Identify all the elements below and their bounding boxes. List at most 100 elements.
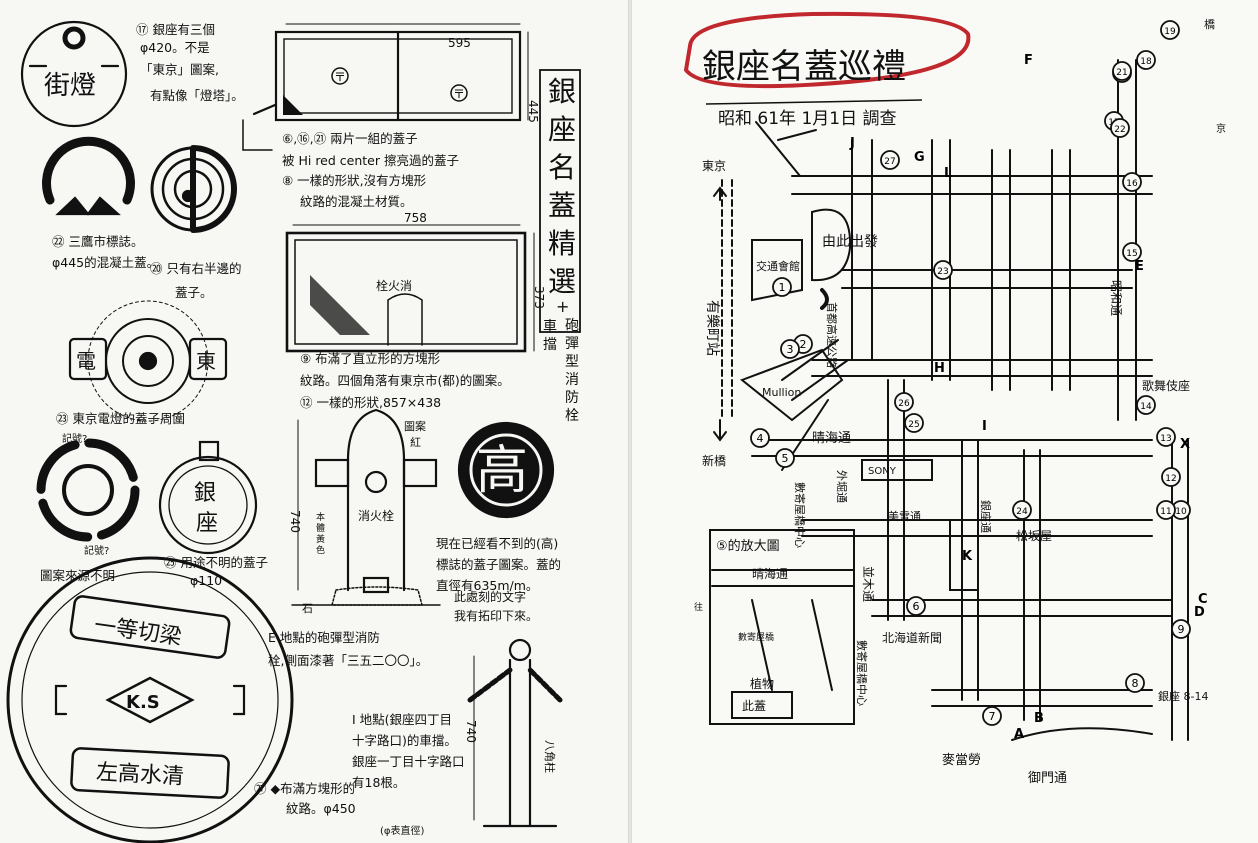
hydrant-engraving-2: 我有拓印下來。: [454, 609, 538, 623]
marker-21: 21: [1112, 61, 1132, 81]
corner-pattern: [283, 95, 303, 115]
hydrant: [346, 408, 406, 592]
hydrant-caption-2: 栓,側面漆著「三五二〇〇」。: [268, 653, 428, 668]
hydrant-side-1: 本: [316, 511, 325, 523]
n25-text-top: 銀: [194, 481, 216, 506]
sub-char-1: 車: [543, 318, 557, 335]
hydrant-red-label: 紅: [410, 436, 421, 449]
svg-text:25: 25: [908, 420, 919, 430]
hydrant-engraving-1: 此處刻的文字: [454, 589, 526, 604]
letter-A: A: [1014, 727, 1024, 742]
hydrant-dim: 740: [288, 510, 302, 533]
streetlamp-cover: [20, 20, 128, 128]
n27-caption-1: ㉗ ◆布滿方塊形的: [254, 781, 355, 796]
letter-K: K: [962, 549, 973, 564]
taka-cover: [457, 421, 555, 519]
direction-tokyo: 東京: [702, 159, 726, 173]
cover-9-12-caption-3: ⑫ 一樣的形狀,857×438: [300, 395, 441, 410]
cover-markers: 1234567891011121314151617181920212223242…: [750, 20, 1191, 726]
bollard-caption-2: 十字路口)的車擋。: [352, 733, 457, 748]
letter-H: H: [934, 361, 945, 376]
street-sukiyabashi: 數寄屋橋中心: [793, 482, 807, 548]
bollard-caption-3: 銀座一丁目十字路口: [352, 754, 465, 769]
marker-22: 22: [1110, 118, 1130, 138]
n20-caption-2: 蓋子。: [175, 285, 213, 300]
street-ginza-dori: 銀座通: [979, 500, 993, 533]
marker-11: 11: [1156, 500, 1176, 520]
title-char-4: 蓋: [548, 189, 576, 222]
hydrant-cover-label: 栓火消: [376, 278, 412, 293]
letter-J: J: [849, 136, 855, 151]
svg-text:14: 14: [1140, 402, 1152, 412]
marker-6: 6: [906, 596, 926, 616]
hydrant-side-4: 色: [316, 544, 325, 556]
n23-caption: ㉓ 東京電燈的蓋子周圍: [56, 411, 185, 426]
svg-text:19: 19: [1164, 27, 1176, 37]
mitaka-cover: [42, 136, 135, 205]
svg-text:5: 5: [782, 452, 789, 465]
n20-caption-1: ⑳ 只有右半邊的: [150, 261, 241, 276]
start-box: [811, 208, 852, 282]
cover-mark-1: 〒: [334, 70, 346, 84]
cover-note-line-1: 被 Hi red center 擦亮過的蓋子: [282, 153, 459, 168]
streetlamp-text: 街燈: [44, 71, 96, 101]
station-label: 有樂町站: [704, 300, 721, 356]
inset-title: ⑤的放大圖: [716, 538, 780, 554]
dim-373: 373: [532, 286, 546, 309]
rail-line: [721, 179, 733, 421]
cover-6-16-21-caption: ⑥,⑯,㉑ 兩片一組的蓋子: [282, 131, 418, 146]
inset-map: [709, 529, 855, 725]
symbol-cover: [36, 438, 140, 542]
sub2-char-5: 防: [565, 390, 579, 406]
letter-B: B: [1034, 711, 1044, 726]
right-page: 銀座名蓋巡禮 昭和 61年 1月1日 調查 由此出發 有樂町站 東京 新橋 交通…: [632, 0, 1258, 843]
n27-center-text: K.S: [126, 692, 160, 713]
cover-mark-2: 〒: [453, 87, 465, 101]
n22-caption-2: φ445的混凝土蓋。: [52, 255, 159, 270]
letter-X: X: [1180, 437, 1190, 452]
route-map: 銀座名蓋巡禮 昭和 61年 1月1日 調查 由此出發 有樂町站 東京 新橋 交通…: [683, 11, 1226, 786]
marker-18: 18: [1136, 50, 1156, 70]
n27-top-text: 一等切梁: [93, 613, 184, 650]
marker-1: 1: [772, 277, 792, 297]
dim-445: 445: [526, 100, 540, 123]
building-kabukiza: 歌舞伎座: [1142, 378, 1190, 393]
water-cover: [6, 556, 294, 843]
hydrant-cover: [285, 231, 527, 353]
n27-caption-2: 紋路。φ450: [286, 801, 356, 816]
cover-9-12-caption-2: 紋路。四個角落有東京市(都)的圖案。: [300, 373, 510, 388]
svg-text:3: 3: [787, 343, 794, 356]
building-kotsu: 交通會館: [756, 259, 800, 273]
marker-8: 8: [1125, 673, 1145, 693]
svg-text:24: 24: [1016, 507, 1028, 517]
marker-15: 15: [1122, 242, 1142, 262]
building-mullion: Mullion: [762, 386, 801, 399]
svg-text:1: 1: [779, 281, 786, 294]
hydrant-caption-1: E 地點的砲彈型消防: [268, 630, 380, 645]
n27-bottom-text: 左高水清: [95, 760, 184, 790]
svg-text:6: 6: [913, 600, 920, 613]
left-page-drawing: 街燈 ⑰ 銀座有三個 φ420。不是 「東京」圖案, 有點像「燈塔」。 595 …: [6, 20, 581, 843]
kyobashi-school: 京: [1216, 122, 1226, 135]
marker-3: 3: [780, 339, 800, 359]
marker-12: 12: [1161, 467, 1181, 487]
inset-street: 晴海通: [752, 566, 788, 581]
n26-caption: 圖案來源不明: [40, 568, 115, 583]
empty-lot-note: 橋: [1204, 17, 1215, 31]
n23-char-right: 東: [196, 349, 216, 373]
letter-C: C: [1198, 592, 1208, 607]
svg-text:22: 22: [1114, 125, 1125, 135]
marker-25: 25: [904, 413, 924, 433]
title-char-6: 選: [548, 265, 576, 298]
svg-text:2: 2: [800, 338, 807, 351]
svg-text:18: 18: [1140, 57, 1152, 67]
hydrant-side-3: 黃: [316, 533, 325, 545]
inset-plant: 植物: [750, 676, 774, 691]
sub2-char-2: 彈: [565, 336, 579, 352]
title-char-1: 銀: [548, 75, 576, 108]
sub2-char-3: 型: [565, 354, 579, 370]
hydrant-body-label: 消火栓: [358, 508, 394, 523]
n17-line-4: 有點像「燈塔」。: [150, 88, 244, 103]
north-arrow: [755, 121, 817, 177]
n17-line-2: φ420。不是: [140, 40, 210, 55]
